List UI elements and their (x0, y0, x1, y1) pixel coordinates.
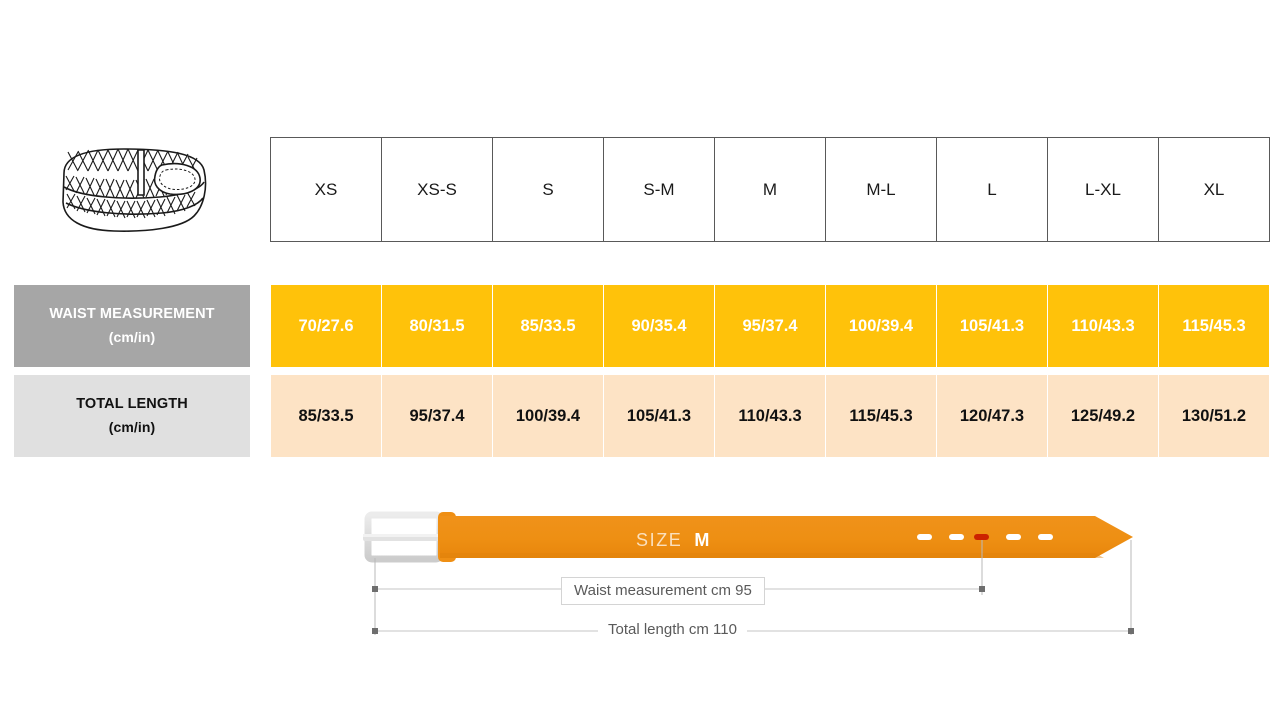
total-length-cell: 110/43.3 (714, 375, 826, 457)
total-length-cell: 95/37.4 (381, 375, 493, 457)
dimension-extension-lines (374, 540, 1132, 635)
waist-measurement-label-main: WAIST MEASUREMENT (49, 306, 215, 323)
belt-buckle-icon (363, 511, 449, 563)
size-header-cell: M (714, 137, 826, 242)
total-length-dimension-label: Total length cm 110 (598, 619, 747, 640)
total-length-table: 85/33.5 95/37.4 100/39.4 105/41.3 110/43… (270, 375, 1270, 457)
belt-strap (440, 516, 1133, 558)
table-row: 85/33.5 95/37.4 100/39.4 105/41.3 110/43… (270, 375, 1270, 457)
size-header-cell: XS (270, 137, 382, 242)
total-length-cell: 100/39.4 (492, 375, 604, 457)
waist-cell: 80/31.5 (381, 285, 493, 367)
waist-cell: 70/27.6 (270, 285, 382, 367)
belt-hole (1038, 534, 1053, 540)
product-icon (52, 140, 222, 240)
waist-cell: 85/33.5 (492, 285, 604, 367)
waist-cell: 105/41.3 (936, 285, 1048, 367)
waist-cell: 110/43.3 (1047, 285, 1159, 367)
size-header-cell: XS-S (381, 137, 493, 242)
waist-measurement-label: WAIST MEASUREMENT (cm/in) (14, 285, 250, 367)
braided-belt-illustration (62, 148, 207, 232)
belt-hole-highlighted (974, 534, 989, 540)
total-length-cell: 130/51.2 (1158, 375, 1270, 457)
total-length-cell: 120/47.3 (936, 375, 1048, 457)
belt-measurement-diagram (0, 495, 1280, 660)
total-length-label: TOTAL LENGTH (cm/in) (14, 375, 250, 457)
belt-hole (1006, 534, 1021, 540)
waist-cell: 95/37.4 (714, 285, 826, 367)
waist-cell: 100/39.4 (825, 285, 937, 367)
waist-dimension-label: Waist measurement cm 95 (561, 577, 765, 605)
waist-measurement-label-unit: (cm/in) (108, 329, 156, 346)
size-header-cell: M-L (825, 137, 937, 242)
size-header-cell: S (492, 137, 604, 242)
size-header-cell: L (936, 137, 1048, 242)
size-header-cell: L-XL (1047, 137, 1159, 242)
total-length-cell: 115/45.3 (825, 375, 937, 457)
waist-measurement-table: 70/27.6 80/31.5 85/33.5 90/35.4 95/37.4 … (270, 285, 1270, 367)
total-length-label-main: TOTAL LENGTH (76, 396, 188, 413)
size-header-cell: S-M (603, 137, 715, 242)
waist-cell: 115/45.3 (1158, 285, 1270, 367)
total-length-label-unit: (cm/in) (108, 419, 156, 436)
belt-holes (917, 534, 1053, 540)
total-length-cell: 125/49.2 (1047, 375, 1159, 457)
total-length-cell: 85/33.5 (270, 375, 382, 457)
size-header-row: XS XS-S S S-M M M-L L L-XL XL (270, 137, 1270, 242)
belt-diagram-svg (363, 511, 1134, 635)
size-header-cell: XL (1158, 137, 1270, 242)
size-header-table: XS XS-S S S-M M M-L L L-XL XL (270, 137, 1270, 242)
total-length-cell: 105/41.3 (603, 375, 715, 457)
waist-cell: 90/35.4 (603, 285, 715, 367)
belt-hole (917, 534, 932, 540)
table-row: 70/27.6 80/31.5 85/33.5 90/35.4 95/37.4 … (270, 285, 1270, 367)
total-length-dimension-line (372, 628, 1134, 634)
belt-hole (949, 534, 964, 540)
